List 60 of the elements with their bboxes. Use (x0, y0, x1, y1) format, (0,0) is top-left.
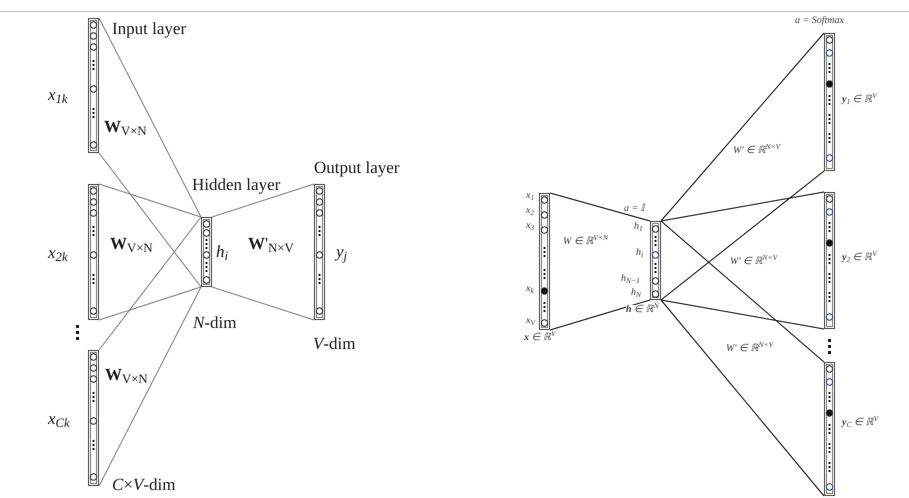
connection-line (660, 300, 824, 496)
dimension-label: C×V-dim (112, 476, 176, 493)
unit-label: h$_{N−1}$ (621, 274, 640, 284)
weight-matrix-label: W ∈ ℝ$^{V×N}$ (563, 237, 608, 247)
weight-matrix-label: W$_{V×N}$ (105, 366, 148, 383)
neuron-layer-bar (314, 184, 325, 320)
vector-label: y$_{C}$ ∈ ℝ$^{V}$ (842, 418, 878, 428)
weight-matrix-label: W′ ∈ ℝ$^{N×V}$ (730, 257, 778, 267)
unit-label: h$_{1}$ (634, 222, 643, 232)
neuron-layer-bar (201, 217, 212, 287)
vector-label: h ∈ ℝ$^{N}$ (626, 305, 659, 315)
connection-line (98, 184, 202, 218)
connection-line (660, 32, 824, 222)
dimension-label: N-dim (193, 314, 236, 331)
weight-matrix-label: W'$_{N×V}$ (248, 235, 294, 252)
connection-line (660, 220, 824, 362)
connection-line (98, 286, 202, 486)
connection-line (212, 184, 314, 218)
connection-line (98, 216, 202, 350)
weight-matrix-label: W$_{V×N}$ (104, 118, 147, 135)
activation-label: a = 𝕀 (624, 204, 645, 214)
variable-label: x$_{1k}$ (48, 86, 68, 103)
unit-label: x$_{V}$ (526, 316, 536, 326)
vector-label: x ∈ ℝ$^{V}$ (524, 333, 556, 343)
unit-label: x$_{1}$ (526, 191, 534, 201)
neuron-layer-bar (824, 362, 835, 496)
weight-matrix-label: W$_{V×N}$ (110, 235, 153, 252)
activation-label: a = Softmax (795, 16, 844, 26)
connection-line (212, 286, 314, 320)
connection-line (660, 170, 824, 300)
layer-title: Output layer (314, 159, 400, 176)
connection-line (98, 286, 202, 320)
connection-line (550, 192, 650, 222)
connection-line (660, 300, 824, 330)
layer-title: Input layer (112, 20, 186, 37)
neuron-layer-bar (88, 184, 99, 320)
neuron-layer-bar (539, 193, 550, 330)
connection-line (660, 192, 824, 222)
weight-matrix-label: W′ ∈ ℝ$^{N×V}$ (726, 344, 774, 354)
vector-label: y$_{2}$ ∈ ℝ$^{V}$ (842, 253, 877, 263)
weight-matrix-label: W′ ∈ ℝ$^{N×V}$ (733, 146, 780, 156)
neuron-layer-bar (824, 33, 835, 171)
neuron-layer-bar (824, 192, 835, 329)
dimension-label: V-dim (313, 335, 356, 352)
variable-label: h$_{i}$ (216, 243, 228, 260)
unit-label: x$_{3}$ (526, 221, 534, 231)
connection-line (98, 18, 202, 218)
neuron-layer-bar (88, 350, 99, 486)
neuron-layer-bar (88, 18, 99, 153)
variable-label: x$_{2k}$ (48, 244, 68, 261)
connection-line (98, 152, 202, 288)
vector-label: y$_{1}$ ∈ ℝ$^{V}$ (842, 95, 877, 105)
layer-title: Hidden layer (192, 176, 280, 193)
unit-label: x$_{2}$ (526, 206, 534, 216)
connection-line (550, 300, 650, 330)
variable-label: x$_{Ck}$ (48, 410, 70, 427)
unit-label: h$_{i}$ (636, 248, 644, 258)
unit-label: x$_{k}$ (526, 284, 534, 294)
unit-label: h$_{N}$ (631, 288, 642, 298)
neuron-layer-bar (650, 221, 661, 300)
